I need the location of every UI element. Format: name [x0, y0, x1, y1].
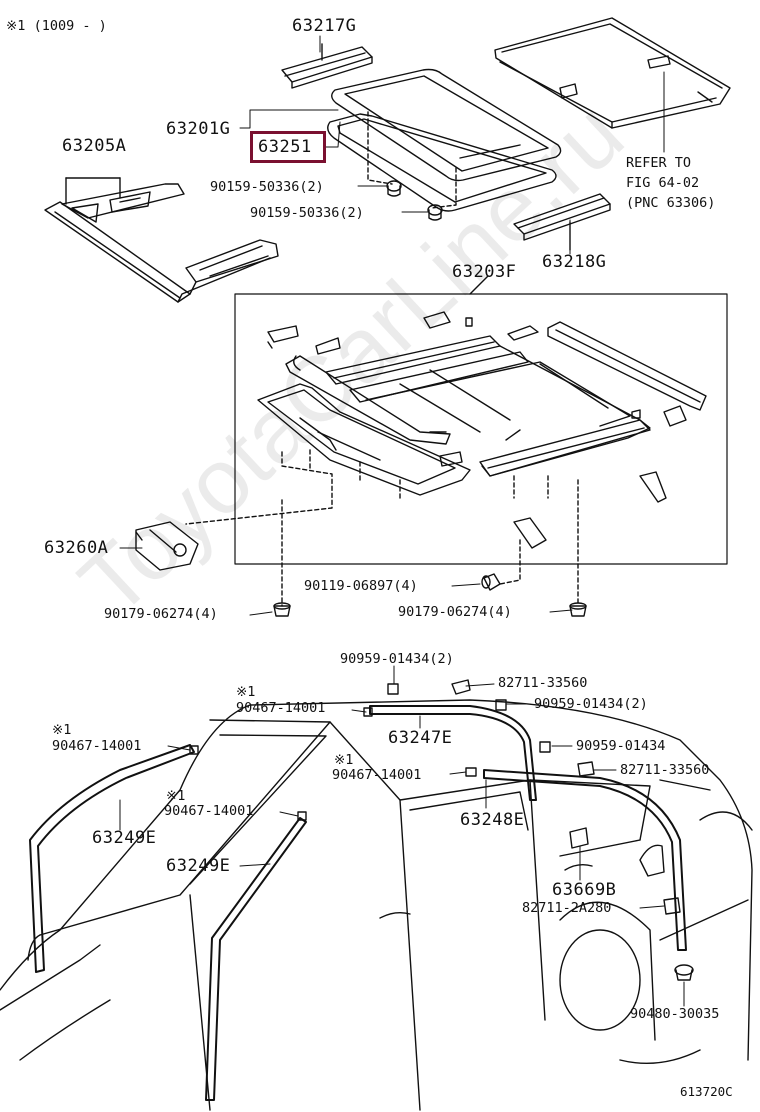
part-label-90959-c[interactable]: 90959-01434 — [576, 738, 666, 754]
part-label-63218G[interactable]: 63218G — [542, 252, 607, 272]
part-label-82711-c[interactable]: 82711-2A280 — [522, 900, 612, 916]
car-body — [0, 699, 753, 1111]
part-label-63217G[interactable]: 63217G — [292, 16, 357, 36]
part-label-63249E-front[interactable]: 63249E — [92, 828, 157, 848]
rail-63217G — [281, 43, 373, 89]
rail-63218G — [513, 193, 611, 251]
part-label-90467-a[interactable]: 90467-14001 — [236, 700, 326, 716]
note-mark-3: ※1 — [334, 752, 354, 768]
note-mark-4: ※1 — [166, 788, 186, 804]
part-label-90467-d[interactable]: 90467-14001 — [164, 803, 254, 819]
glass-63201G — [331, 68, 562, 182]
sunroof-frame-63203F — [257, 321, 707, 496]
part-label-82711-a[interactable]: 82711-33560 — [498, 675, 588, 691]
small-brackets — [267, 311, 687, 549]
part-label-90179-left[interactable]: 90179-06274(4) — [104, 606, 218, 622]
part-label-63205A[interactable]: 63205A — [62, 136, 127, 156]
leader-lines — [119, 35, 685, 1007]
clip-90179-right — [569, 602, 587, 617]
box-leaders — [185, 449, 579, 607]
car-clips — [189, 679, 694, 981]
footnote-label: ※1 (1009 - ) — [6, 18, 107, 34]
part-label-90959-b[interactable]: 90959-01434(2) — [534, 696, 648, 712]
part-label-90467-c[interactable]: 90467-14001 — [332, 767, 422, 783]
weatherstrip-63249E-front — [29, 744, 195, 973]
box-63203F — [234, 293, 728, 565]
refer-note: REFER TO FIG 64-02 (PNC 63306) — [626, 153, 715, 213]
part-label-63251[interactable]: 63251 — [258, 137, 312, 157]
part-label-90159-lower[interactable]: 90159-50336(2) — [250, 205, 364, 221]
part-label-90119[interactable]: 90119-06897(4) — [304, 578, 418, 594]
note-mark-2: ※1 — [52, 722, 72, 738]
part-label-90179-right[interactable]: 90179-06274(4) — [398, 604, 512, 620]
refer-fig[interactable]: FIG 64-02 — [626, 175, 700, 191]
part-label-63249E-center[interactable]: 63249E — [166, 856, 231, 876]
part-label-90480[interactable]: 90480-30035 — [630, 1006, 720, 1022]
note-mark-1: ※1 — [236, 684, 256, 700]
frame-63205A — [44, 177, 279, 303]
highlight-box-63251 — [250, 131, 326, 163]
bolt-90159-upper — [386, 180, 402, 197]
weatherstrip-63247E — [369, 705, 537, 801]
part-label-63260A[interactable]: 63260A — [44, 538, 109, 558]
motor-63260A — [135, 521, 199, 571]
part-label-63669B[interactable]: 63669B — [552, 880, 617, 900]
weatherstrip-63248E — [483, 769, 687, 951]
part-label-63248E[interactable]: 63248E — [460, 810, 525, 830]
part-label-90159-upper[interactable]: 90159-50336(2) — [210, 179, 324, 195]
bolt-90159-lower — [427, 204, 443, 221]
clip-90119 — [481, 573, 501, 591]
part-label-82711-b[interactable]: 82711-33560 — [620, 762, 710, 778]
weatherstrip-63251 — [327, 113, 557, 212]
sunshade-ref — [494, 17, 731, 129]
refer-line: REFER TO — [626, 155, 692, 171]
refer-pnc: (PNC 63306) — [626, 195, 716, 211]
part-label-90467-b[interactable]: 90467-14001 — [52, 738, 142, 754]
part-label-63247E[interactable]: 63247E — [388, 728, 453, 748]
drawing-number: 613720C — [680, 1084, 733, 1099]
part-label-63201G[interactable]: 63201G — [166, 119, 231, 139]
part-label-63203F[interactable]: 63203F — [452, 262, 517, 282]
clip-90179-left — [273, 602, 291, 617]
part-label-90959-a[interactable]: 90959-01434(2) — [340, 651, 454, 667]
weatherstrip-63249E-center — [205, 817, 307, 1101]
